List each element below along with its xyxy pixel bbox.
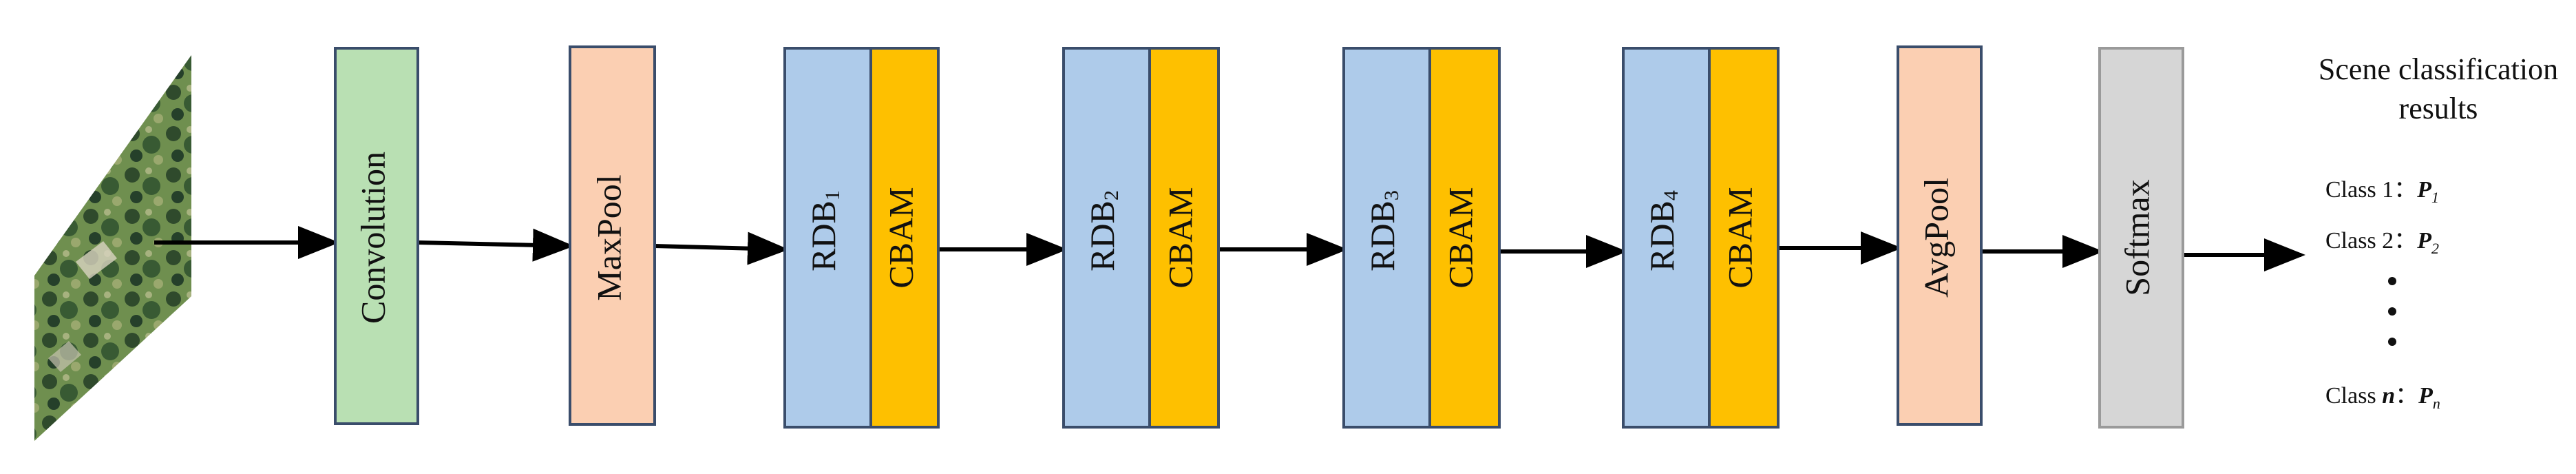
maxpool-label: MaxPool — [589, 174, 628, 300]
rdb-label-2: RDB2 — [1083, 190, 1122, 271]
avgpool-block: AvgPool — [1897, 45, 1983, 426]
class-2-separator: ： — [2394, 228, 2417, 254]
class-2-line: Class 2：P2 — [2325, 228, 2439, 257]
softmax-label: Softmax — [2118, 179, 2156, 296]
class-2-label: Class 2 — [2325, 228, 2394, 254]
class-n-separator: ： — [2395, 383, 2418, 409]
class-1-p-sub: 1 — [2431, 189, 2439, 206]
rdb-block-4 — [1622, 47, 1711, 429]
results-title-line1: Scene classification — [2319, 52, 2558, 86]
maxpool-block: MaxPool — [569, 45, 656, 426]
results-title-line2: results — [2399, 92, 2478, 125]
cbam-label-3: CBAM — [1441, 187, 1479, 288]
cbam-block-3 — [1428, 47, 1501, 429]
class-2-p-sub: 2 — [2431, 240, 2439, 257]
cbam-label-1: CBAM — [881, 187, 920, 288]
class-n-p: P — [2418, 383, 2433, 409]
rdb-cbam-unit-1: RDB1 CBAM — [783, 47, 940, 429]
rdb-label-1: RDB1 — [804, 190, 843, 271]
class-1-separator: ： — [2394, 177, 2417, 203]
rdb-sub-4: 4 — [1660, 190, 1682, 200]
ellipsis-dots — [2388, 277, 2396, 346]
class-1-p: P — [2416, 177, 2431, 203]
convolution-block: Convolution — [334, 47, 419, 425]
rdb-cbam-unit-3: RDB3 CBAM — [1342, 47, 1501, 429]
rdb-sub-3: 3 — [1380, 190, 1403, 200]
avgpool-label: AvgPool — [1917, 178, 1955, 298]
class-n-prefix: Class — [2325, 383, 2382, 409]
rdb-base-1: RDB — [804, 200, 843, 271]
class-1-line: Class 1：P1 — [2325, 177, 2439, 206]
arrow-maxpool-to-rdb1 — [654, 231, 789, 265]
class-1-label: Class 1 — [2325, 177, 2394, 203]
class-n-var: n — [2382, 383, 2395, 409]
rdb-sub-1: 1 — [821, 190, 844, 200]
input-aerial-image — [34, 55, 191, 441]
class-2-p: P — [2416, 228, 2431, 254]
rdb-label-3: RDB3 — [1363, 190, 1402, 271]
arrow-convolution-to-maxpool — [417, 228, 574, 262]
class-n-p-sub: n — [2433, 395, 2440, 412]
classification-results: Scene classification results Class 1：P1 … — [2319, 52, 2558, 412]
rdb-block-2 — [1062, 47, 1151, 429]
rdb-base-3: RDB — [1363, 200, 1402, 271]
rdb-sub-2: 2 — [1100, 190, 1123, 200]
rdb-cbam-unit-2: RDB2 CBAM — [1062, 47, 1220, 429]
cbam-label-2: CBAM — [1161, 187, 1199, 288]
cbam-block-4 — [1708, 47, 1780, 429]
rdb-block-3 — [1342, 47, 1431, 429]
rdb-cbam-unit-4: RDB4 CBAM — [1622, 47, 1780, 429]
rdb-label-4: RDB4 — [1643, 190, 1682, 271]
cbam-block-1 — [869, 47, 940, 429]
convolution-label: Convolution — [353, 152, 392, 324]
class-n-line: Class n：Pn — [2325, 383, 2440, 412]
cbam-block-2 — [1148, 47, 1220, 429]
softmax-block: Softmax — [2098, 47, 2184, 429]
rdb-base-4: RDB — [1643, 200, 1681, 271]
cbam-label-4: CBAM — [1720, 187, 1759, 288]
rdb-base-2: RDB — [1083, 200, 1121, 271]
arrows — [154, 226, 2305, 271]
